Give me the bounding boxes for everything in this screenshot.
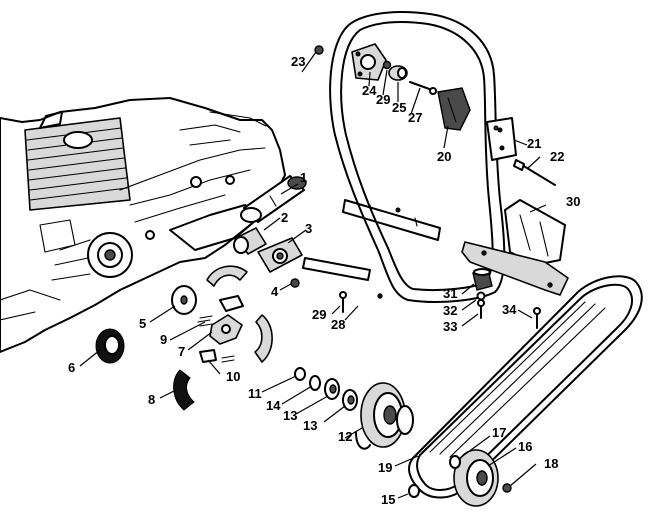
callout-2: 2: [281, 210, 288, 225]
damper-31: [472, 268, 493, 291]
callout-34: 34: [502, 302, 517, 317]
washer-17: [449, 455, 461, 469]
callout-15: 15: [381, 492, 395, 507]
bearings: [294, 367, 358, 411]
callout-24: 24: [362, 83, 377, 98]
clutch-washer-5: [171, 285, 197, 315]
callout-1: 1: [300, 170, 307, 185]
callout-13a: 13: [283, 408, 297, 423]
callout-20: 20: [437, 149, 451, 164]
callout-12: 12: [338, 429, 352, 444]
shaft-tube: [240, 175, 307, 223]
callout-5: 5: [139, 316, 146, 331]
mount-bracket-30: [461, 199, 569, 296]
callout-7: 7: [178, 344, 185, 359]
callout-29: 29: [312, 307, 326, 322]
clutch-drum-12: [355, 382, 414, 450]
washer-32: [476, 291, 486, 301]
grip-cover: [437, 87, 471, 131]
sleeve-2: [233, 227, 267, 255]
leader-lines: [79, 51, 547, 499]
washer-15: [408, 484, 420, 498]
callout-19: 19: [378, 460, 392, 475]
callout-14: 14: [266, 398, 281, 413]
clutch-shoes: [173, 265, 273, 411]
callout-25: 25: [392, 100, 406, 115]
callout-9: 9: [160, 332, 167, 347]
nut-23: [314, 45, 324, 55]
callout-11: 11: [248, 386, 262, 401]
screw-4: [290, 278, 300, 288]
callout-22: 22: [550, 149, 564, 164]
callout-6: 6: [68, 360, 75, 375]
callout-26: 29: [376, 92, 390, 107]
bolt-22: [521, 164, 556, 186]
pulley-16: [453, 449, 499, 507]
callout-32: 32: [443, 303, 457, 318]
handle-bar: [302, 11, 517, 303]
callout-23: 23: [291, 54, 305, 69]
callout-10: 10: [226, 369, 240, 384]
handle-mount-parts: [351, 43, 437, 95]
callout-28: 28: [331, 317, 345, 332]
callout-4: 4: [271, 284, 279, 299]
callout-3: 3: [305, 221, 312, 236]
clutch-disc-6: [95, 328, 125, 364]
v-belt: [408, 275, 643, 499]
callout-18: 18: [544, 456, 558, 471]
callout-labels: 23 24 29 25 27 20 21 22 30 1 2 3 4 5 6 7…: [68, 54, 580, 507]
callout-8: 8: [148, 392, 155, 407]
callout-30: 30: [566, 194, 580, 209]
callout-31: 31: [443, 286, 457, 301]
callout-16: 16: [518, 439, 532, 454]
bearing-housing-3: [257, 237, 303, 273]
callout-13b: 13: [303, 418, 317, 433]
callout-33: 33: [443, 319, 457, 334]
engine-housing: [0, 97, 286, 353]
callout-21: 21: [527, 136, 541, 151]
callout-27: 27: [408, 110, 422, 125]
nut-18: [502, 483, 512, 493]
callout-17: 17: [492, 425, 506, 440]
